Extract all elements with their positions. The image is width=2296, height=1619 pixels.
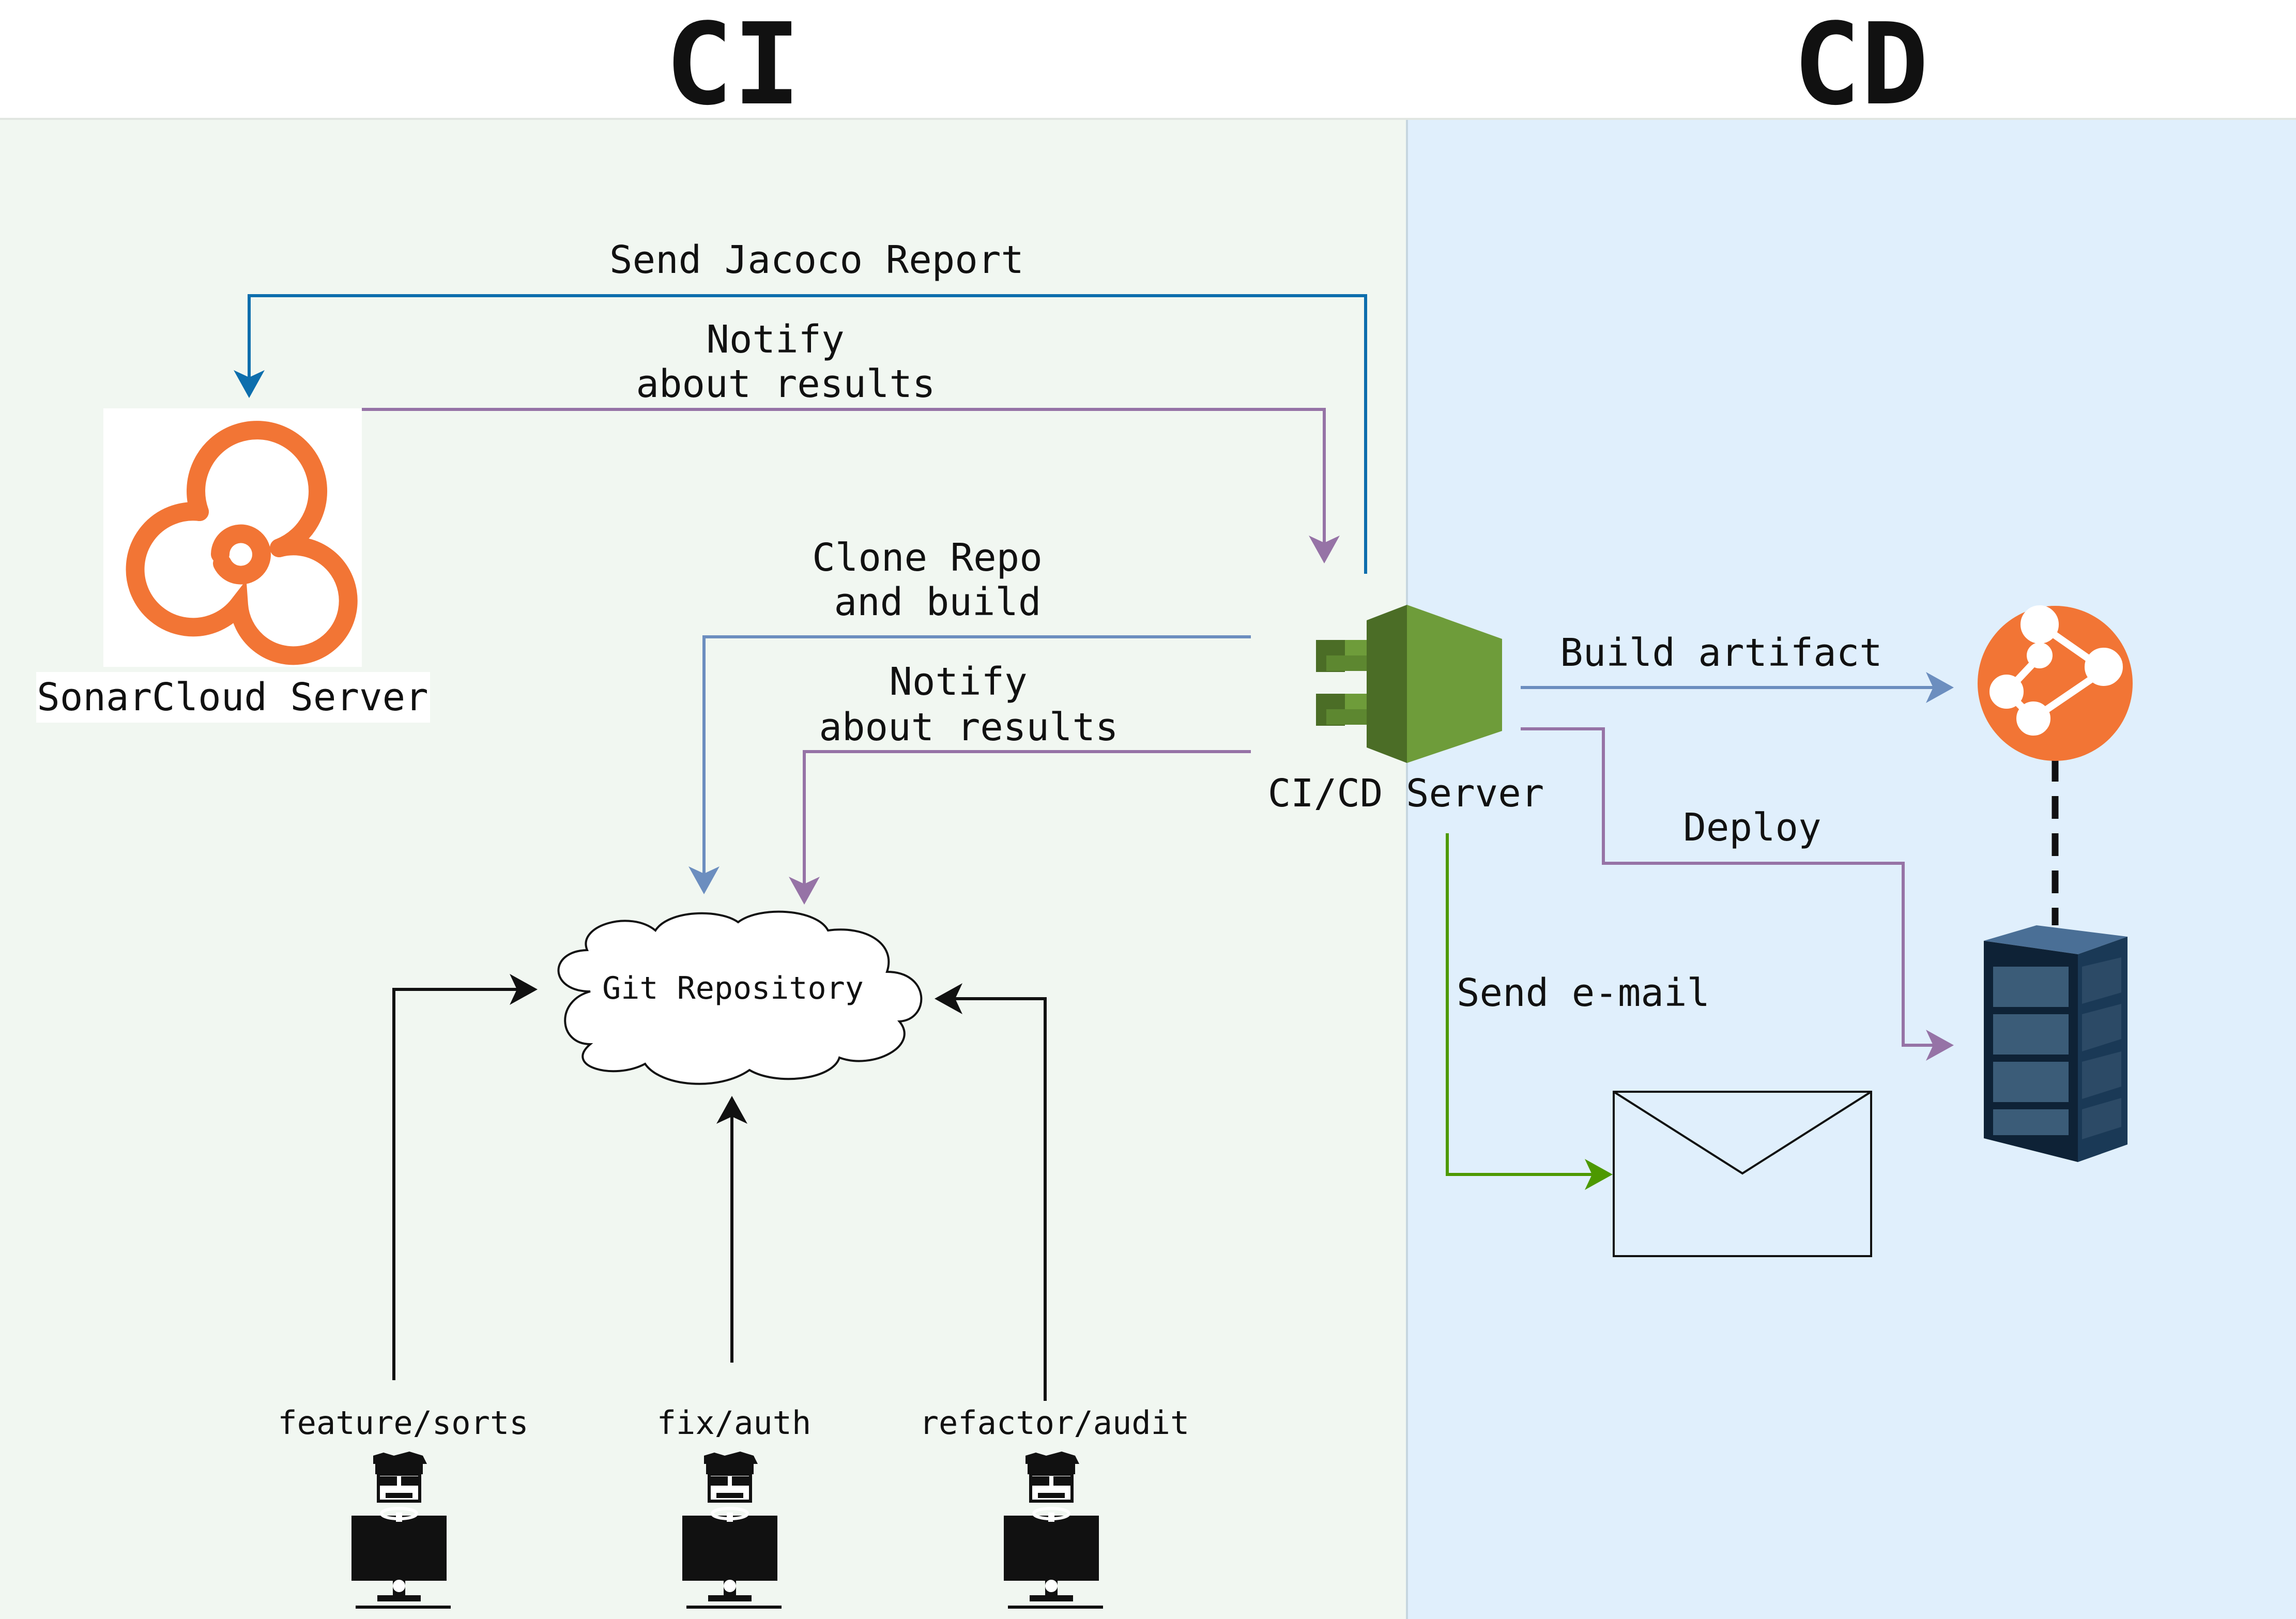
cd-title: CD — [1793, 0, 1929, 130]
aws-codebuild-icon — [1316, 605, 1502, 763]
notify-git-label-line1: Notify — [889, 660, 1027, 704]
clone-repo-arrowhead — [688, 866, 720, 894]
cicd-server-node[interactable]: CI/CD Server — [1268, 605, 1544, 816]
sonarcloud-label: SonarCloud Server — [37, 675, 428, 720]
artifact-graph-icon — [1989, 605, 2123, 736]
dev3-push-arrow — [955, 997, 1047, 1401]
sonarcloud-logo-icon — [126, 421, 358, 665]
deploy-arrowhead — [1926, 1030, 1954, 1061]
developer-branch-label: fix/auth — [657, 1404, 812, 1442]
developer-branch-label: refactor/audit — [920, 1404, 1190, 1442]
artifact-node[interactable] — [1978, 605, 2133, 761]
developer-icon — [1004, 1452, 1103, 1609]
notify-git-arrow — [803, 750, 1251, 884]
notify-sonar-label-line2: about results — [636, 362, 935, 406]
developer-fix-auth[interactable]: fix/auth — [657, 1404, 812, 1609]
deploy-arrow — [1521, 727, 1933, 1047]
email-envelope-icon — [1613, 1091, 1872, 1257]
developer-refactor-audit[interactable]: refactor/audit — [920, 1404, 1190, 1609]
server-rack-icon — [1984, 925, 2127, 1162]
notify-sonar-label-line1: Notify — [706, 317, 844, 362]
developer-branch-label: feature/sorts — [278, 1404, 528, 1442]
send-email-label: Send e-mail — [1457, 971, 1710, 1015]
artifact-icon — [1978, 606, 2133, 761]
sonarcloud-node[interactable]: SonarCloud Server — [36, 408, 430, 723]
developer-icon — [351, 1452, 451, 1609]
clone-repo-label-line2: and build — [834, 580, 1042, 624]
send-jacoco-label: Send Jacoco Report — [609, 238, 1024, 282]
clone-repo-arrow — [702, 635, 1251, 874]
notify-git-label-line2: about results — [819, 705, 1118, 750]
deploy-server-node[interactable] — [1984, 925, 2127, 1162]
cicd-server-label: CI/CD Server — [1268, 771, 1544, 816]
git-repository-node[interactable]: Git Repository — [557, 910, 923, 1085]
deploy-label: Deploy — [1683, 805, 1821, 850]
send-jacoco-arrowhead — [234, 370, 265, 398]
clone-repo-label-line1: Clone Repo — [812, 536, 1043, 580]
send-email-arrow — [1446, 833, 1592, 1176]
notify-sonar-arrow — [362, 408, 1326, 543]
git-repository-cloud — [557, 910, 923, 1085]
dev1-push-arrowhead — [510, 974, 538, 1005]
email-node[interactable] — [1613, 1091, 1872, 1257]
dev1-push-arrow — [392, 988, 517, 1380]
dev3-push-arrowhead — [935, 983, 962, 1014]
email-envelope-flap — [1613, 1091, 1872, 1175]
notify-git-arrowhead — [789, 877, 820, 905]
git-repository-label: Git Repository — [602, 970, 864, 1006]
sonarcloud-label-background — [36, 672, 430, 723]
cd-section-background — [1407, 119, 2296, 1619]
build-artifact-arrowhead — [1926, 672, 1954, 703]
developer-icon — [682, 1452, 782, 1609]
developer-feature-sorts[interactable]: feature/sorts — [278, 1404, 529, 1609]
send-email-arrowhead — [1585, 1159, 1613, 1190]
notify-sonar-arrowhead — [1309, 536, 1340, 563]
dev2-push-arrowhead — [716, 1096, 747, 1124]
ci-title: CI — [665, 0, 801, 130]
send-jacoco-arrow — [248, 294, 1367, 574]
build-artifact-label: Build artifact — [1560, 631, 1882, 675]
